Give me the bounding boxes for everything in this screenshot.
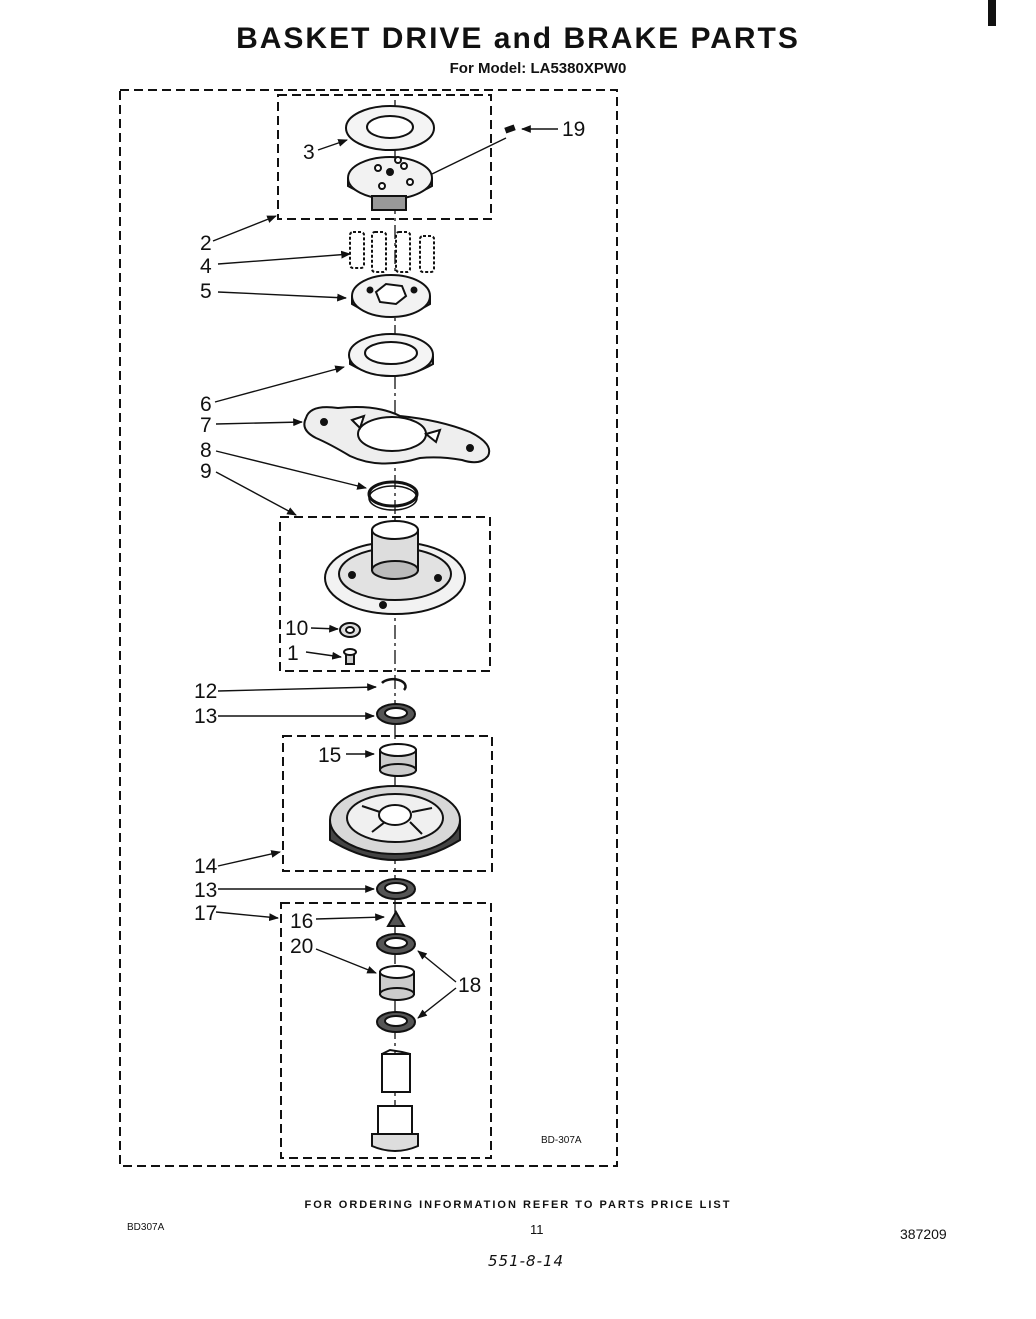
part-13-seal-lower [376, 878, 416, 900]
page-number: 11 [530, 1222, 544, 1237]
diagram-code-label: BD-307A [541, 1135, 582, 1146]
drive-shaft-upper [381, 1048, 411, 1093]
callout-9: 9 [200, 460, 212, 483]
callout-1: 1 [287, 642, 299, 665]
callout-13-upper: 13 [194, 705, 217, 728]
corner-mark [988, 0, 996, 26]
callout-7: 7 [200, 414, 212, 437]
callout-19: 19 [562, 118, 585, 141]
subassembly-box-2 [277, 94, 492, 220]
handwritten-note: 551-8-14 [488, 1252, 565, 1270]
part-6-washer [348, 333, 434, 377]
callout-18: 18 [458, 974, 481, 997]
callout-13-lower: 13 [194, 879, 217, 902]
callout-10: 10 [285, 617, 308, 640]
callout-labels: 3 19 2 4 5 6 7 8 9 10 1 12 13 15 14 13 1… [194, 118, 585, 997]
callout-12: 12 [194, 680, 217, 703]
callout-2: 2 [200, 232, 212, 255]
part-18-bearing-upper [376, 933, 416, 955]
callout-17: 17 [194, 902, 217, 925]
part-15-bearing [379, 743, 417, 777]
part-9-brake-housing [324, 520, 466, 615]
callout-20: 20 [290, 935, 313, 958]
part-16-plug [386, 909, 406, 927]
part-4-springs [349, 231, 435, 273]
callout-3: 3 [303, 141, 315, 164]
callout-14: 14 [194, 855, 218, 878]
part-10-bushing [339, 622, 361, 638]
part-14-pulley [329, 785, 461, 861]
part-20-sleeve [379, 965, 415, 1001]
part-12-snap-ring [381, 677, 407, 691]
callout-8: 8 [200, 439, 212, 462]
outer-frame [119, 89, 618, 1167]
callout-4: 4 [200, 255, 212, 278]
ordering-note: FOR ORDERING INFORMATION REFER TO PARTS … [304, 1199, 732, 1211]
part-13-seal-upper [376, 703, 416, 725]
subassembly-box-9 [279, 516, 491, 672]
document-code-right: 387209 [900, 1226, 947, 1242]
subassembly-box-17 [280, 902, 492, 1159]
part-19-pin [504, 124, 516, 134]
part-18-bearing-lower [376, 1011, 416, 1033]
subassembly-box-14 [282, 735, 493, 872]
callout-16: 16 [290, 910, 313, 933]
part-1-screw [343, 648, 357, 665]
callout-15: 15 [318, 744, 341, 767]
part-8-ring [367, 480, 419, 511]
callout-6: 6 [200, 393, 212, 416]
part-7-brake-plate [303, 406, 491, 465]
callout-5: 5 [200, 280, 212, 303]
drive-hub-plate [347, 156, 433, 211]
leader-lines [212, 125, 558, 1019]
drive-shaft-lower [371, 1105, 419, 1152]
document-code-left: BD307A [127, 1222, 165, 1233]
part-5-retainer [351, 274, 431, 318]
model-subtitle: For Model: LA5380XPW0 [449, 60, 627, 77]
page-title: BASKET DRIVE and BRAKE PARTS [236, 22, 800, 55]
part-3-washer [345, 105, 435, 151]
